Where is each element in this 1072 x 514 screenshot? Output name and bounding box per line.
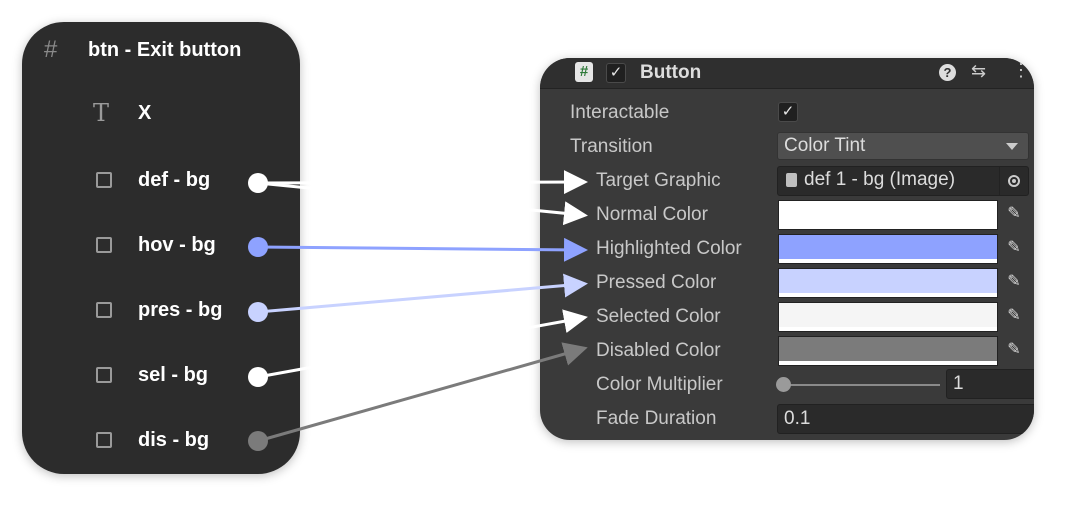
- connector-def-to-target-graphic: [257, 170, 588, 195]
- fade-duration-label: Fade Duration: [596, 408, 717, 429]
- pressed-color-label: Pressed Color: [596, 272, 717, 293]
- list-item-sel-bg[interactable]: sel - bg: [94, 360, 208, 390]
- disabled-color-swatch[interactable]: [778, 336, 998, 366]
- eyedropper-icon[interactable]: ✎: [1000, 268, 1028, 298]
- eyedropper-icon[interactable]: ✎: [1000, 336, 1028, 366]
- interactable-checkbox[interactable]: ✓: [778, 102, 798, 122]
- rectangle-icon: [96, 432, 112, 448]
- list-item-label: dis - bg: [138, 428, 210, 451]
- object-picker-button[interactable]: [999, 167, 1028, 195]
- hierarchy-title-row[interactable]: # btn - Exit button: [44, 36, 241, 64]
- normal-color-label: Normal Color: [596, 204, 708, 225]
- transition-label: Transition: [570, 136, 653, 157]
- color-multiplier-label: Color Multiplier: [596, 374, 723, 395]
- connector-dis-to-disabled-color: [257, 342, 588, 443]
- target-graphic-field[interactable]: def 1 - bg (Image): [777, 166, 1029, 196]
- eyedropper-icon[interactable]: ✎: [1000, 200, 1028, 230]
- normal-color-swatch[interactable]: [778, 200, 998, 230]
- rectangle-icon: [96, 302, 112, 318]
- connector-def-to-normal-color: [257, 181, 588, 226]
- highlighted-color-label: Highlighted Color: [596, 238, 742, 259]
- highlighted-color-swatch[interactable]: [778, 234, 998, 264]
- color-multiplier-slider-track[interactable]: [784, 384, 940, 386]
- rectangle-icon: [96, 172, 112, 188]
- frame-icon: #: [44, 36, 58, 63]
- list-item-label: def - bg: [138, 168, 211, 191]
- transition-value: Color Tint: [784, 135, 866, 156]
- list-item-label: sel - bg: [138, 363, 209, 386]
- list-item-label: X: [138, 101, 152, 124]
- component-title: Button: [640, 62, 702, 83]
- interactable-label: Interactable: [570, 102, 670, 123]
- component-enabled-checkbox[interactable]: ✓: [606, 63, 626, 83]
- target-graphic-label: Target Graphic: [596, 170, 721, 191]
- rectangle-icon: [96, 237, 112, 253]
- component-header: # ✓ Button ? ⇆ ⋮: [540, 58, 1034, 89]
- list-item-label: pres - bg: [138, 298, 223, 321]
- script-icon: #: [575, 62, 593, 82]
- color-multiplier-slider-handle[interactable]: [776, 377, 791, 392]
- list-item-text[interactable]: T X: [93, 98, 152, 128]
- hierarchy-title: btn - Exit button: [88, 38, 242, 61]
- eyedropper-icon[interactable]: ✎: [1000, 234, 1028, 264]
- fade-duration-input[interactable]: 0.1: [777, 404, 1034, 434]
- pressed-color-swatch[interactable]: [778, 268, 998, 298]
- connector-sel-to-selected-color: [257, 309, 588, 379]
- more-options-icon[interactable]: ⋮: [1012, 60, 1030, 80]
- presets-icon[interactable]: ⇆: [971, 61, 987, 81]
- list-item-pres-bg[interactable]: pres - bg: [94, 295, 222, 325]
- disabled-color-label: Disabled Color: [596, 340, 721, 361]
- connector-dot-sel: [248, 367, 268, 387]
- eyedropper-icon[interactable]: ✎: [1000, 302, 1028, 332]
- text-icon: T: [93, 99, 110, 127]
- color-multiplier-value: 1: [953, 373, 964, 394]
- list-item-def-bg[interactable]: def - bg: [94, 165, 210, 195]
- rectangle-icon: [96, 367, 112, 383]
- target-icon: [1008, 175, 1020, 187]
- connector-pres-to-pressed-color: [257, 273, 588, 314]
- inspector-panel: # ✓ Button ? ⇆ ⋮ Interactable ✓ Transiti…: [540, 58, 1034, 440]
- target-graphic-value: def 1 - bg (Image): [804, 169, 956, 190]
- selected-color-label: Selected Color: [596, 306, 721, 327]
- connector-dot-dis: [248, 431, 268, 451]
- transition-dropdown[interactable]: Color Tint: [777, 132, 1029, 160]
- connector-dot-def: [248, 173, 268, 193]
- selected-color-swatch[interactable]: [778, 302, 998, 332]
- connector-dot-pres: [248, 302, 268, 322]
- chevron-down-icon: [1006, 143, 1018, 150]
- fade-duration-value: 0.1: [784, 408, 811, 429]
- list-item-hov-bg[interactable]: hov - bg: [94, 230, 216, 260]
- help-icon[interactable]: ?: [939, 64, 956, 81]
- connector-hov-to-highlighted-color: [257, 237, 588, 262]
- connector-dot-hov: [248, 237, 268, 257]
- color-multiplier-input[interactable]: 1: [946, 369, 1034, 399]
- image-icon: [786, 173, 797, 187]
- list-item-label: hov - bg: [138, 233, 216, 256]
- list-item-dis-bg[interactable]: dis - bg: [94, 425, 209, 455]
